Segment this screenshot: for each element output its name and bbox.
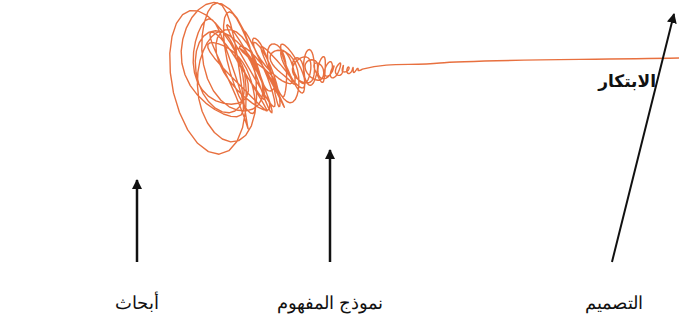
scribble-line (170, 2, 679, 154)
stage-label: التصميم (585, 292, 643, 314)
stage-label: الابتكار (598, 72, 656, 92)
stage-label: أبحاث (115, 292, 159, 314)
pointer-arrow (612, 14, 674, 262)
pointer-arrow (329, 150, 332, 262)
stage-label: نموذج المفهوم (277, 292, 384, 314)
pointer-arrow (136, 180, 139, 262)
